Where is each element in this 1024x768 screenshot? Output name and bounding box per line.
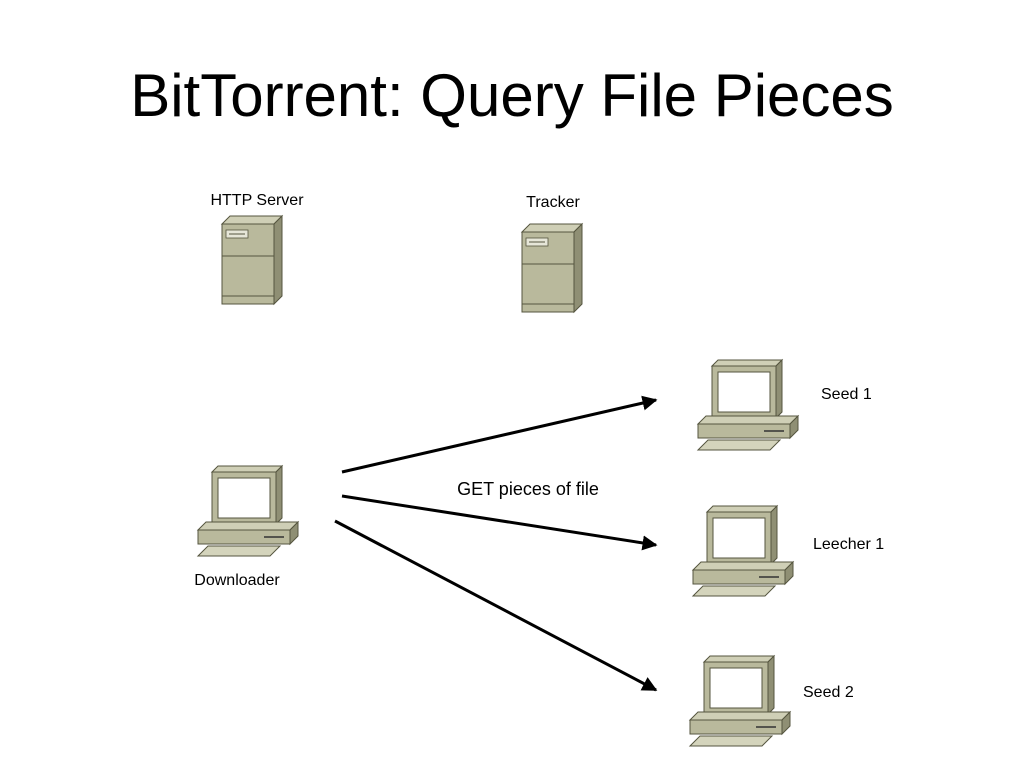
computer-icon (197, 465, 299, 557)
tracker-node: Tracker (521, 194, 583, 313)
seed1-label: Seed 1 (821, 386, 872, 403)
arrow-downloader-to-leecher1 (341, 494, 658, 551)
leecher1-label: Leecher 1 (813, 536, 884, 553)
tracker-label: Tracker (526, 194, 580, 211)
seed2-label: Seed 2 (803, 684, 854, 701)
arrow-downloader-to-seed1 (341, 395, 658, 474)
server-icon (221, 215, 283, 305)
server-icon (521, 223, 583, 313)
seed1-node: Seed 1 (697, 359, 872, 451)
computer-icon (692, 505, 794, 597)
arrow-downloader-to-seed2 (334, 519, 658, 692)
computer-icon (689, 655, 791, 747)
edge-label: GET pieces of file (457, 479, 599, 499)
downloader-label: Downloader (194, 572, 280, 589)
leecher1-node: Leecher 1 (692, 505, 884, 597)
http-server-node: HTTP Server (210, 192, 304, 305)
http-server-label: HTTP Server (210, 192, 304, 209)
seed2-node: Seed 2 (689, 655, 854, 747)
downloader-node: Downloader (194, 465, 299, 589)
slide-title: BitTorrent: Query File Pieces (130, 62, 894, 129)
computer-icon (697, 359, 799, 451)
